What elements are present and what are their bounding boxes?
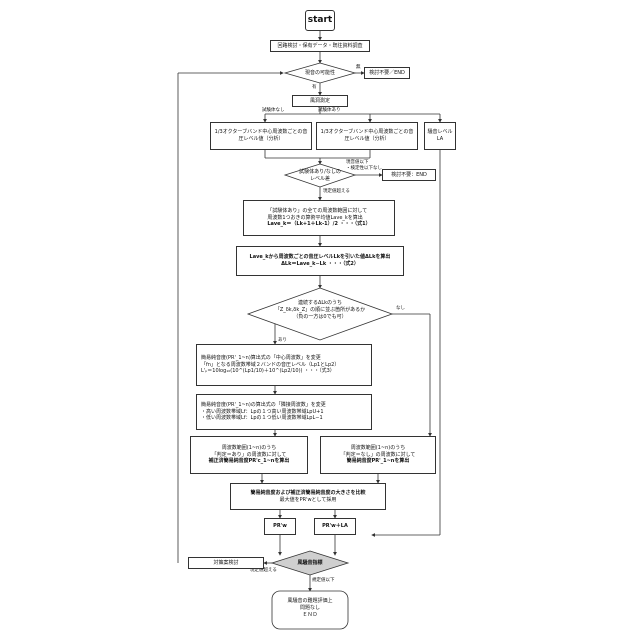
continuous-check-label: 連続するΔLkのうち 「Z_δk,δk_Z」の順に並ぶ箇所があるか （負の一方は… bbox=[262, 300, 378, 320]
masking-line-1: 簡易純音度(PR'_1~n)の算出式の「隣接周波数」を変更 bbox=[201, 402, 326, 409]
delta-calc-box: Lave_kから周波数ごとの音圧レベルLkを引いた値ΔLkを算出 ΔLk＝Lav… bbox=[236, 246, 404, 276]
start-label: start bbox=[308, 14, 332, 26]
possibility-label: 現音の可能性 bbox=[292, 70, 348, 77]
freq-no-line-3: 簡易純音度PR'_1~nを算出 bbox=[347, 458, 410, 465]
delta-calc-line-2: ΔLk＝Lave_k−Lk ・・・（式2） bbox=[281, 261, 359, 268]
prw-label: PR'w bbox=[273, 523, 287, 530]
noise-level-box: 騒音レベル LA bbox=[424, 122, 456, 150]
final-label: 風騒音の難題評価上 問題なし ＥＮＤ bbox=[272, 598, 348, 618]
noise-level-line-1: 騒音レベル bbox=[427, 129, 452, 136]
masking-line-3: ・低い周波数帯域Lf：Lpの１つ低い周波数帯域LpL−1 bbox=[201, 415, 323, 422]
end-2-box: 検討不要：END bbox=[382, 169, 436, 181]
freq-yes-line-1: 周波数範囲(1~n)のうち bbox=[222, 445, 276, 452]
masking-change-box: 簡易純音度(PR'_1~n)の算出式の「隣接周波数」を変更 ・高い周波数帯域Lf… bbox=[196, 394, 372, 430]
compare-line-2: 最大値をPR'wとして採用 bbox=[280, 497, 337, 504]
level-diff-line-2: ・検定性以下なし bbox=[346, 166, 382, 172]
final-line-2: 問題なし bbox=[272, 605, 348, 612]
specimen-check-label: 試験体あり/なしの レベル差 bbox=[292, 169, 348, 183]
freq-yes-line-3: 補正済簡易純音度PR'c_1~nを算出 bbox=[209, 458, 290, 465]
continuous-check-line-1: 連続するΔLkのうち bbox=[262, 300, 378, 307]
band-analysis-box-a: 1/3オクターブバンド中心周波数ごとの音圧レベル値（分析） bbox=[210, 122, 312, 150]
countermeasure-label: 対策案検討 bbox=[213, 560, 238, 567]
prw-la-label: PR'w＋LA bbox=[322, 523, 348, 530]
lave-calc-box: 「試験体あり」の全ての周波数範囲に対して 周波数1つおきの算術平均値Lave_k… bbox=[243, 200, 395, 236]
edge-label-no: 無 bbox=[356, 65, 361, 71]
no-need-label: 検討不要／END bbox=[369, 70, 405, 77]
prw-box: PR'w bbox=[264, 518, 296, 535]
compare-line-1: 簡易純音度および補正済簡易純音度の大きさを比較 bbox=[250, 490, 365, 497]
edge-label-with-specimen: 試験体あり bbox=[318, 108, 341, 114]
prw-la-box: PR'w＋LA bbox=[314, 518, 356, 535]
correction-line-1: 簡易純音度(PR'_1~n)算出式の「中心周波数」を変更 bbox=[201, 355, 321, 362]
compare-box: 簡易純音度および補正済簡易純音度の大きさを比較 最大値をPR'wとして採用 bbox=[230, 483, 386, 510]
band-analysis-label-a: 1/3オクターブバンド中心周波数ごとの音圧レベル値（分析） bbox=[213, 129, 309, 143]
noise-level-line-2: LA bbox=[437, 136, 443, 143]
end-2-label: 検討不要：END bbox=[391, 172, 427, 179]
countermeasure-box: 対策案検討 bbox=[188, 557, 264, 569]
measure-label: 風洞測定 bbox=[310, 98, 330, 105]
edge-label-level-diff: 現音値以下 ・検定性以下なし bbox=[346, 160, 382, 172]
freq-no-line-1: 周波数範囲(1~n)のうち bbox=[351, 445, 405, 452]
correction-formula-box: 簡易純音度(PR'_1~n)算出式の「中心周波数」を変更 「fn」となる周波数帯… bbox=[196, 344, 372, 386]
edge-label-need-judgment: 現定値超える bbox=[323, 189, 350, 195]
survey-label: 回路検討・保有データ・既往資料調査 bbox=[277, 43, 362, 50]
continuous-check-line-2: 「Z_δk,δk_Z」の順に並ぶ箇所があるか bbox=[262, 307, 378, 314]
no-need-box: 検討不要／END bbox=[364, 67, 410, 79]
eval-decision-label: 風騒音指標 bbox=[282, 560, 338, 567]
edge-label-ari: あり bbox=[278, 338, 287, 344]
specimen-check-line-1: 試験体あり/なしの bbox=[292, 169, 348, 176]
band-analysis-box-b: 1/3オクターブバンド中心周波数ごとの音圧レベル値（分析） bbox=[316, 122, 418, 150]
continuous-check-line-3: （負の一方は0でも可） bbox=[262, 314, 378, 321]
lave-calc-line-3: Lave_k＝（Lk+1＋Lk-1）/2 ・・・（式1） bbox=[267, 221, 370, 228]
edge-label-yes: 有 bbox=[312, 85, 317, 91]
freq-yes-box: 周波数範囲(1~n)のうち 「判定＝あり」の周波数に対して 補正済簡易純音度PR… bbox=[190, 436, 308, 474]
edge-label-nashi: なし bbox=[396, 306, 405, 312]
final-line-1: 風騒音の難題評価上 bbox=[272, 598, 348, 605]
measure-box: 風洞測定 bbox=[292, 95, 348, 107]
lave-calc-line-1: 「試験体あり」の全ての周波数範囲に対して bbox=[267, 208, 367, 215]
final-line-3: ＥＮＤ bbox=[272, 612, 348, 619]
band-analysis-label-b: 1/3オクターブバンド中心周波数ごとの音圧レベル値（分析） bbox=[319, 129, 415, 143]
survey-box: 回路検討・保有データ・既往資料調査 bbox=[270, 40, 370, 52]
specimen-check-line-2: レベル差 bbox=[292, 176, 348, 183]
start-terminal: start bbox=[305, 10, 335, 31]
correction-line-3: L'ₚ＝10log₁₀(10^(Lp1/10)＋10^(Lp2/10)) ・・・… bbox=[201, 368, 335, 375]
freq-no-box: 周波数範囲(1~n)のうち 「判定＝なし」の周波数に対して 簡易純音度PR'_1… bbox=[320, 436, 436, 474]
delta-calc-line-1: Lave_kから周波数ごとの音圧レベルLkを引いた値ΔLkを算出 bbox=[250, 254, 391, 261]
edge-label-without-specimen: 試験体なし bbox=[262, 108, 285, 114]
edge-label-below: 規定値以下 bbox=[312, 578, 335, 584]
